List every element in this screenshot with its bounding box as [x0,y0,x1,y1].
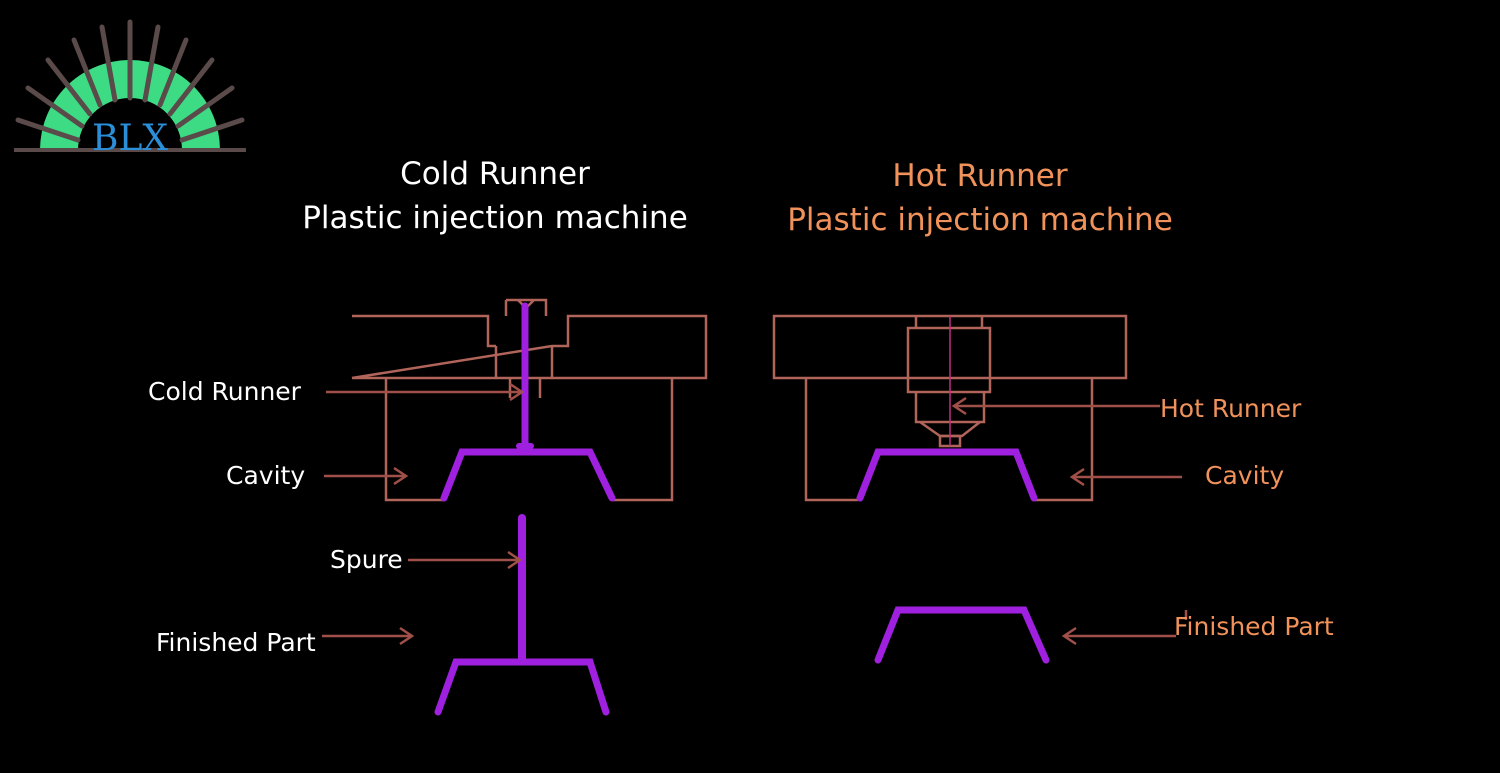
logo-text: BLX [92,118,168,159]
arrow-hot-runner [951,396,1160,416]
arrow-hot-cavity [1069,467,1182,487]
cold-title-line1: Cold Runner [400,156,590,192]
arrow-cold-finished [322,626,415,646]
hot-mold-outline [772,314,1128,502]
cold-plastic [440,302,616,502]
arrow-spure [408,550,523,570]
hot-title-line1: Hot Runner [892,158,1068,194]
hot-title-line2: Plastic injection machine [787,202,1173,238]
arrows [322,382,1188,646]
arrow-cold-runner [326,382,525,402]
blx-logo [14,19,246,152]
cold-runner-title: Cold Runner Plastic injection machine [290,152,700,240]
arrow-hot-finished [1061,610,1188,646]
label-cold-finished-part: Finished Part [156,628,316,657]
label-spure: Spure [330,545,403,574]
logo-rays [15,19,245,143]
label-hot-runner: Hot Runner [1160,394,1302,423]
cold-mold-outline [351,298,708,502]
hot-plastic [856,448,1038,502]
cold-title-line2: Plastic injection machine [302,200,688,236]
logo-arc [40,60,220,150]
hot-finished-part [874,606,1050,664]
label-hot-cavity: Cavity [1205,461,1285,490]
hot-runner-title: Hot Runner Plastic injection machine [760,154,1200,242]
arrow-cold-cavity [324,466,409,486]
label-cold-runner: Cold Runner [148,377,301,406]
label-hot-finished-part: Finished Part [1174,612,1334,641]
label-cold-cavity: Cavity [226,461,306,490]
cold-finished-part [434,514,610,716]
